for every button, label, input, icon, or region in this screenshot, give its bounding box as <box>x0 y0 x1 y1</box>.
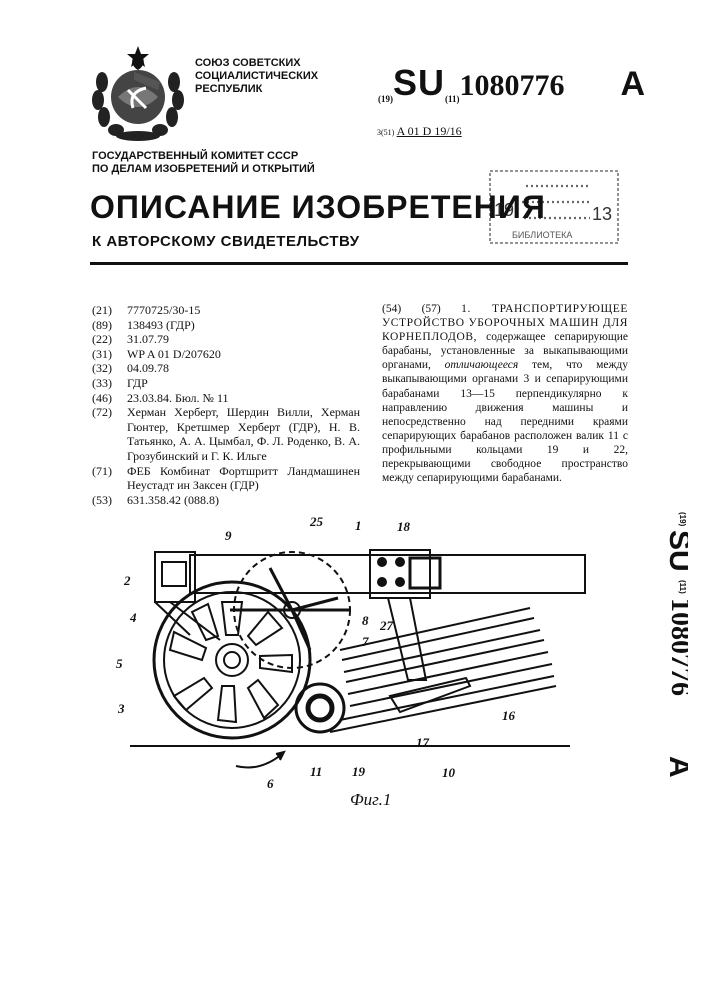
fig-label: 25 <box>310 514 323 530</box>
biblio-entry: (31)WP A 01 D/207620 <box>92 347 360 362</box>
frame-beam <box>190 555 585 593</box>
biblio-entry: (33)ГДР <box>92 376 360 391</box>
ipc-classification: 3(51) A 01 D 19/16 <box>377 124 462 139</box>
biblio-entry: (22)31.07.79 <box>92 332 360 347</box>
organization-line: СОЮЗ СОВЕТСКИХ <box>195 57 318 70</box>
biblio-code: (33) <box>92 376 127 391</box>
fig-label: 8 <box>362 613 369 629</box>
fig-label: 18 <box>397 519 410 535</box>
side-kind: A <box>663 756 688 778</box>
organization-line: СОЦИАЛИСТИЧЕСКИХ <box>195 70 318 83</box>
biblio-entry: (71)ФЕБ Комбинат Фортшритт Ландмашинен Н… <box>92 464 360 493</box>
abstract-codes: (54) (57) <box>382 303 441 315</box>
biblio-entry: (72)Херман Херберт, Шердин Вилли, Херман… <box>92 405 360 463</box>
biblio-code: (31) <box>92 347 127 362</box>
fig-label: 6 <box>267 776 274 792</box>
biblio-entry: (53)631.358.42 (088.8) <box>92 493 360 508</box>
biblio-code: (53) <box>92 493 127 508</box>
biblio-value: 04.09.78 <box>127 361 360 376</box>
prefix-11: (11) <box>445 94 460 104</box>
fig-label: 16 <box>502 708 515 724</box>
fig-label: 17 <box>416 735 429 751</box>
prefix-19: (19) <box>378 94 393 104</box>
state-emblem <box>88 42 188 142</box>
organization-name: СОЮЗ СОВЕТСКИХ СОЦИАЛИСТИЧЕСКИХ РЕСПУБЛИ… <box>195 57 318 96</box>
biblio-value: Херман Херберт, Шердин Вилли, Херман Гюн… <box>127 405 360 463</box>
bibliographic-data: (21)7770725/30-15 (89)138493 (ГДР) (22)3… <box>92 303 360 507</box>
fig-label: 27 <box>380 618 393 634</box>
fig-label: 10 <box>442 765 455 781</box>
document-number: 1080776 <box>460 69 565 102</box>
rotation-arrow-icon <box>236 754 282 768</box>
biblio-code: (21) <box>92 303 127 318</box>
side-prefix-19: (19) <box>678 512 687 527</box>
roller-11 <box>296 684 344 732</box>
biblio-value: ГДР <box>127 376 360 391</box>
fig-label: 5 <box>116 656 123 672</box>
biblio-value: 31.07.79 <box>127 332 360 347</box>
fig-label: 9 <box>225 528 232 544</box>
document-subtitle: К АВТОРСКОМУ СВИДЕТЕЛЬСТВУ <box>92 233 360 250</box>
biblio-code: (32) <box>92 361 127 376</box>
biblio-value: ФЕБ Комбинат Фортшритт Ландмашинен Неуст… <box>127 464 360 493</box>
abstract: (54) (57) 1. ТРАНСПОРТИРУЮЩЕЕ УСТРОЙСТВО… <box>382 302 628 485</box>
biblio-code: (89) <box>92 318 127 333</box>
biblio-code: (22) <box>92 332 127 347</box>
biblio-code: (72) <box>92 405 127 463</box>
fig-label: 19 <box>352 764 365 780</box>
abstract-text-b: тем, что между выкапывающими органами 3 … <box>382 359 628 484</box>
ipc-prefix: 3(51) <box>377 128 394 137</box>
side-prefix-11: (11) <box>678 580 687 594</box>
abstract-emphasis: отличающееся <box>445 359 519 371</box>
biblio-entry: (32)04.09.78 <box>92 361 360 376</box>
committee-line: ГОСУДАРСТВЕННЫЙ КОМИТЕТ СССР <box>92 150 315 163</box>
biblio-code: (71) <box>92 464 127 493</box>
organization-line: РЕСПУБЛИК <box>195 83 318 96</box>
committee-line: ПО ДЕЛАМ ИЗОБРЕТЕНИЙ И ОТКРЫТИЙ <box>92 163 315 176</box>
committee-name: ГОСУДАРСТВЕННЫЙ КОМИТЕТ СССР ПО ДЕЛАМ ИЗ… <box>92 150 315 176</box>
document-title: ОПИСАНИЕ ИЗОБРЕТЕНИЯ <box>90 189 546 226</box>
biblio-value: 23.03.84. Бюл. № 11 <box>127 391 360 406</box>
publication-number: (19)SU(11)1080776 A <box>378 62 645 104</box>
biblio-value: 138493 (ГДР) <box>127 318 360 333</box>
stamp-right-digit: 13 <box>592 204 612 224</box>
country-code: SU <box>393 62 445 103</box>
biblio-code: (46) <box>92 391 127 406</box>
ipc-code: A 01 D 19/16 <box>397 124 462 138</box>
stamp-bottom-text: БИБЛИОТЕКА <box>512 230 572 240</box>
document-kind: A <box>621 65 646 103</box>
biblio-entry: (46)23.03.84. Бюл. № 11 <box>92 391 360 406</box>
side-publication-number: (19) SU (11) 1080776 A <box>648 510 688 795</box>
side-number: 1080776 <box>665 598 688 696</box>
biblio-value: WP A 01 D/207620 <box>127 347 360 362</box>
fig-label: 7 <box>362 634 369 650</box>
figure-caption: Фиг.1 <box>350 790 391 810</box>
biblio-entry: (89)138493 (ГДР) <box>92 318 360 333</box>
biblio-value: 7770725/30-15 <box>127 303 360 318</box>
biblio-value: 631.358.42 (088.8) <box>127 493 360 508</box>
fig-label: 11 <box>310 764 322 780</box>
fig-label: 2 <box>124 573 131 589</box>
header-divider <box>90 262 628 265</box>
side-country: SU <box>663 530 688 572</box>
fig-label: 4 <box>130 610 137 626</box>
fig-label: 1 <box>355 518 362 534</box>
fig-label: 3 <box>118 701 125 717</box>
biblio-entry: (21)7770725/30-15 <box>92 303 360 318</box>
